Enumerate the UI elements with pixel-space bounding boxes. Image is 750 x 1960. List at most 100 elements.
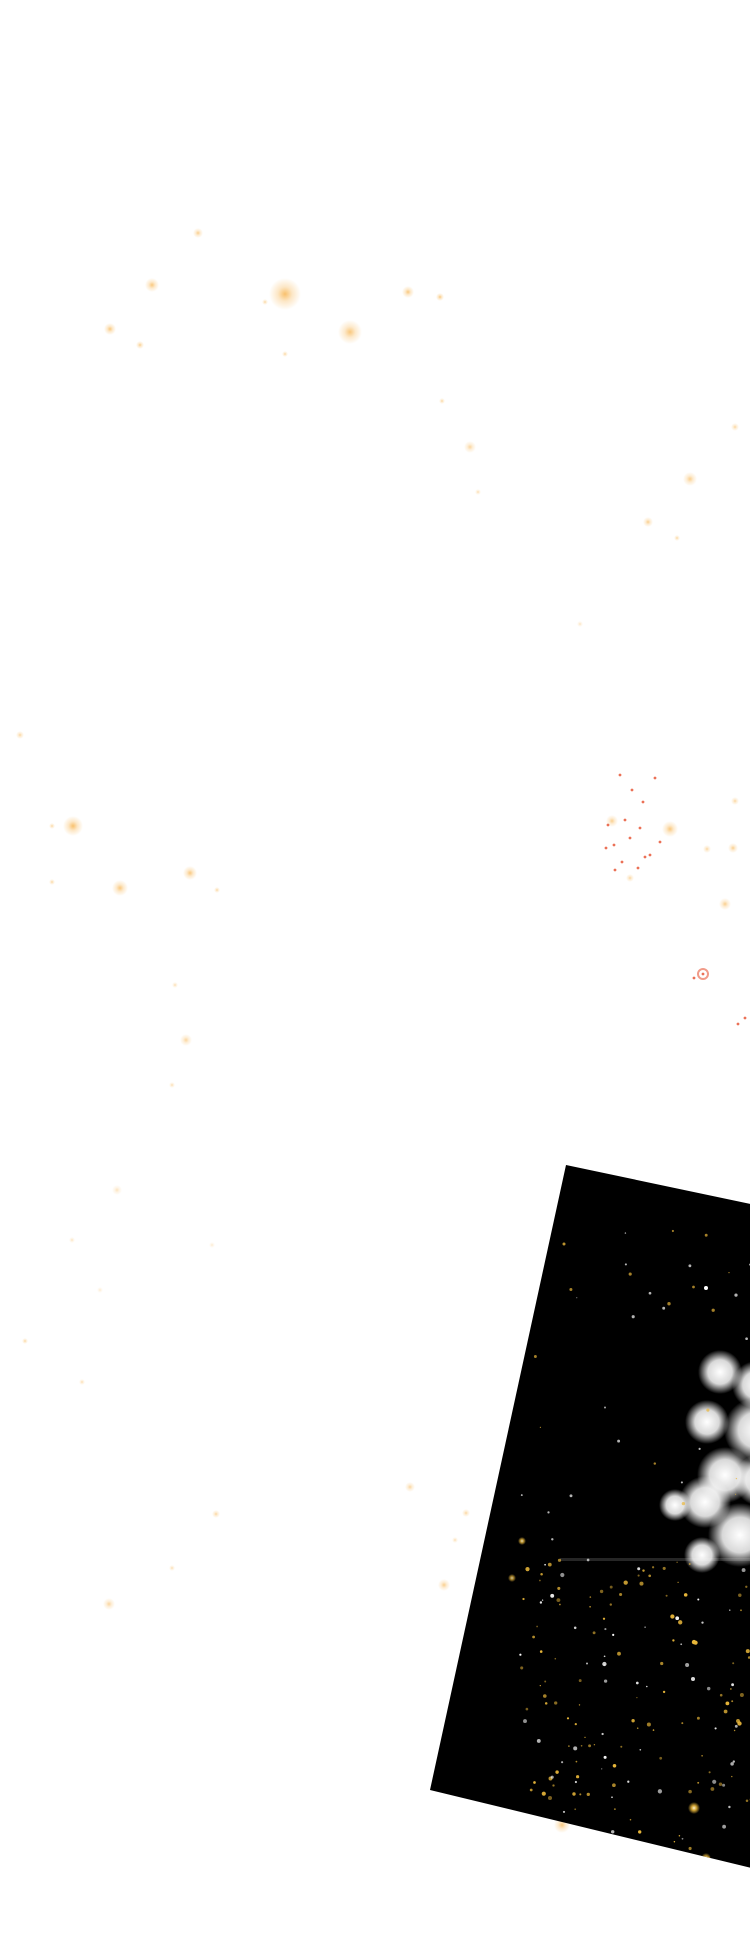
gold-star <box>562 1242 566 1246</box>
red-speck <box>736 1022 740 1026</box>
sparkle-speck <box>602 1617 606 1620</box>
sparkle-speck <box>639 1748 642 1751</box>
glow-particle <box>97 1287 103 1293</box>
sparkle-speck <box>617 1439 621 1443</box>
glow-particle <box>262 299 268 305</box>
sparkle-speck <box>619 1592 623 1597</box>
sparkle-speck <box>604 1406 606 1409</box>
glow-particle <box>169 1565 175 1571</box>
sparkle-speck <box>685 1662 690 1668</box>
sparkle-speck <box>657 1789 663 1794</box>
sparkle-speck <box>719 1693 723 1697</box>
sparkle-speck <box>624 1232 627 1234</box>
sparkle-speck <box>636 1727 639 1729</box>
red-speck <box>636 866 640 870</box>
bokeh-blob <box>734 1454 750 1506</box>
sparkle-speck <box>579 1793 582 1796</box>
bokeh-blob <box>724 1398 750 1462</box>
sparkle-speck <box>611 1796 613 1799</box>
sparkle-speck <box>636 1696 638 1699</box>
sparkle-speck <box>580 1744 583 1747</box>
red-speck <box>638 826 642 830</box>
sparkle-speck <box>533 1781 536 1784</box>
sparkle-speck <box>586 1792 590 1797</box>
sparkle-speck <box>610 1830 615 1834</box>
sparkle-speck <box>662 1566 666 1570</box>
glow-particle <box>145 278 159 292</box>
sparkle-speck <box>575 1775 580 1779</box>
sparkle-speck <box>551 1538 554 1541</box>
red-speck <box>604 846 608 850</box>
sparkle-speck <box>652 1729 655 1731</box>
sparkle-speck <box>544 1680 547 1683</box>
sparkle-speck <box>620 1745 623 1748</box>
glow-particle <box>728 843 738 853</box>
sparkle-speck <box>733 1729 736 1732</box>
glow-particle <box>719 898 731 910</box>
sparkle-speck <box>547 1795 553 1801</box>
sparkle-speck <box>559 1603 561 1606</box>
sparkle-speck <box>735 1493 737 1495</box>
sparkle-speck <box>714 1727 717 1730</box>
sparkle-speck <box>574 1722 577 1726</box>
sparkle-speck <box>680 1481 683 1484</box>
sparkle-speck <box>745 1649 750 1654</box>
bokeh-blob <box>708 1503 750 1567</box>
glow-particle <box>674 535 680 541</box>
glow-particle <box>405 1482 415 1492</box>
glow-particle <box>606 815 618 827</box>
red-speck <box>612 843 616 847</box>
sparkle-speck <box>550 1775 554 1779</box>
glow-particle <box>104 323 116 335</box>
sparkle-speck <box>628 1272 632 1276</box>
red-speck <box>618 773 622 777</box>
sparkle-speck <box>522 1597 525 1601</box>
sparkle-speck <box>532 1288 536 1292</box>
sparkle-speck <box>681 1501 686 1506</box>
sparkle-speck <box>706 1408 710 1412</box>
glow-particle <box>452 1537 458 1543</box>
sparkle-speck <box>556 1598 561 1603</box>
sparkle-speck <box>728 1271 730 1274</box>
glow-particle <box>79 1379 85 1385</box>
sparkle-speck <box>692 1285 695 1289</box>
glow-particle <box>626 874 634 882</box>
sparkle-speck <box>739 1693 744 1697</box>
sparkle-speck <box>677 1581 679 1583</box>
sparkle-speck <box>520 1494 523 1497</box>
sparkle-speck <box>681 1837 684 1840</box>
sparkle-speck <box>623 1580 628 1585</box>
sparkle-speck <box>735 1477 738 1480</box>
sparkle-speck <box>627 1780 630 1783</box>
sparkle-speck <box>533 1355 537 1358</box>
glow-particle <box>214 887 220 893</box>
sparkle-speck <box>701 1621 704 1624</box>
sparkle-speck <box>612 1764 617 1768</box>
sparkle-speck <box>697 1781 700 1784</box>
sparkle-speck <box>588 1744 592 1748</box>
sparkle-speck <box>541 1791 546 1796</box>
sparkle-speck <box>728 1805 731 1809</box>
sparkle-speck <box>665 1594 668 1597</box>
sparkle-speck <box>578 1679 582 1683</box>
glow-particle <box>180 1034 192 1046</box>
sparkle-speck <box>729 1609 731 1611</box>
sparkle-speck <box>731 1775 733 1778</box>
glow-particle <box>439 398 445 404</box>
sparkle-speck <box>586 1558 590 1562</box>
sparkle-speck <box>672 1639 675 1642</box>
sparkle-speck <box>578 1704 581 1706</box>
bokeh-light-blobs <box>659 1350 750 1573</box>
sparkle-speck <box>552 1784 555 1787</box>
glow-particle <box>112 1185 122 1195</box>
sparkle-speck <box>603 1755 607 1759</box>
sparkle-speck <box>609 1603 612 1606</box>
sparkle-speck <box>680 1643 683 1646</box>
glow-particle <box>662 821 678 837</box>
sparkle-speck <box>631 1719 635 1723</box>
orange-glow-particles <box>16 228 739 1833</box>
sparkle-speck <box>604 1628 607 1631</box>
sparkle-speck <box>648 1574 652 1578</box>
glow-particle <box>63 816 83 836</box>
